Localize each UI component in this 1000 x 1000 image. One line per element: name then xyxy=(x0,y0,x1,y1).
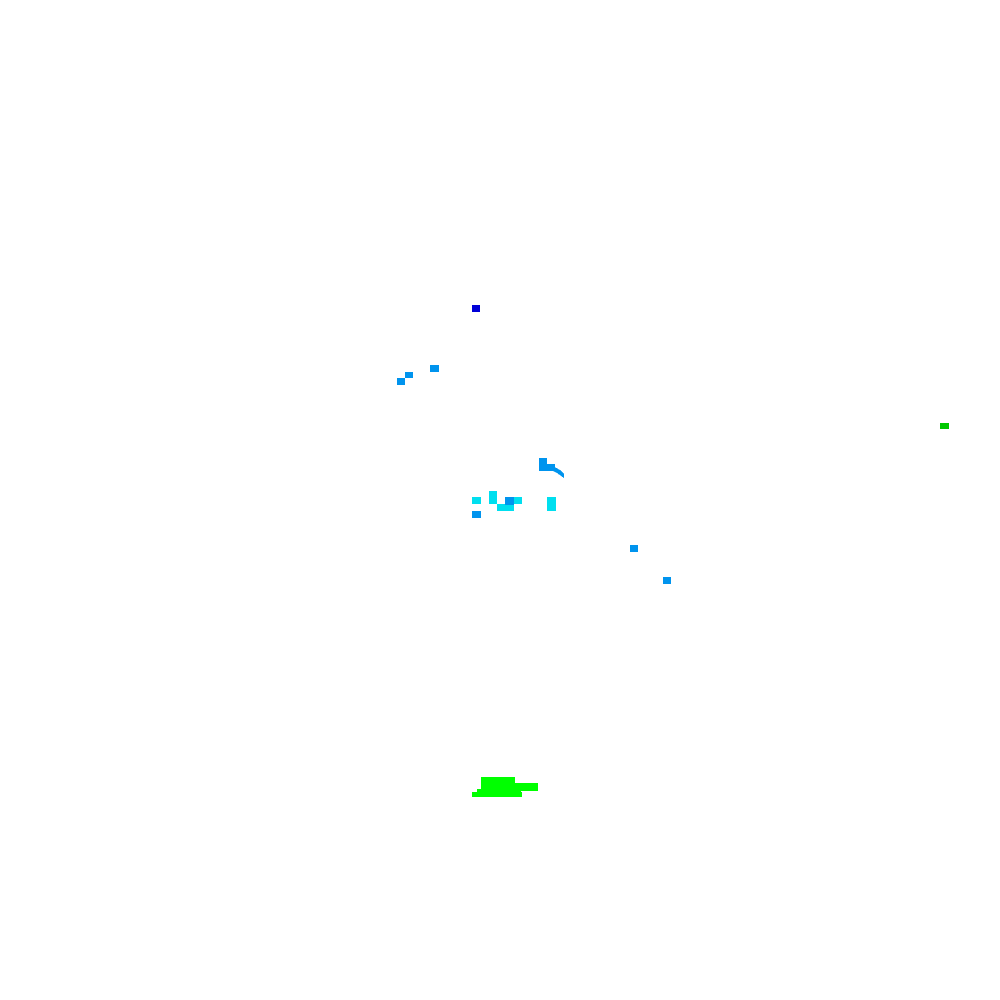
cyan-cluster-center-shape xyxy=(489,491,497,499)
green-cell-east xyxy=(940,423,949,429)
sky-blue-cell-center-a xyxy=(505,497,514,505)
sky-blue-cell-southeast-a xyxy=(630,545,638,552)
sky-blue-cell-west-c-shape xyxy=(397,378,405,385)
sky-blue-cell-west-a-shape xyxy=(430,365,439,372)
sky-blue-cell-west-b-shape xyxy=(405,372,413,378)
dark-blue-cell-north xyxy=(472,305,480,312)
cyan-cluster-center-shape xyxy=(547,497,556,511)
sky-blue-cell-west-a xyxy=(430,365,439,372)
sky-blue-hook-center-shape xyxy=(539,464,555,471)
sky-blue-cell-west-b xyxy=(405,372,413,378)
cyan-cluster-center-shape xyxy=(497,504,514,511)
sky-blue-cell-center-a-shape xyxy=(505,497,514,505)
lime-patch-south-shape xyxy=(472,792,522,797)
lime-patch-south-shape xyxy=(481,783,538,791)
sky-blue-cell-southeast-a-shape xyxy=(630,545,638,552)
lime-patch-south-shape xyxy=(477,789,521,793)
cyan-cluster-center-shape xyxy=(489,497,497,504)
sky-blue-hook-center-shape xyxy=(539,458,547,466)
sky-blue-cell-center-b xyxy=(472,511,481,518)
sky-blue-cell-southeast-b xyxy=(663,577,671,584)
dark-blue-cell-north-shape xyxy=(472,305,480,312)
cyan-cluster-center-shape xyxy=(472,497,481,504)
sky-blue-cell-west-c xyxy=(397,378,405,385)
cyan-cluster-center xyxy=(472,491,556,511)
sky-blue-hook-center xyxy=(539,458,564,478)
sky-blue-cell-center-b-shape xyxy=(472,511,481,518)
lime-patch-south-shape xyxy=(481,777,515,785)
cyan-cluster-center-shape xyxy=(513,497,522,504)
sky-blue-cell-southeast-b-shape xyxy=(663,577,671,584)
lime-patch-south xyxy=(472,777,538,797)
green-cell-east-shape xyxy=(940,423,949,429)
sky-blue-hook-center-shape xyxy=(553,466,564,478)
